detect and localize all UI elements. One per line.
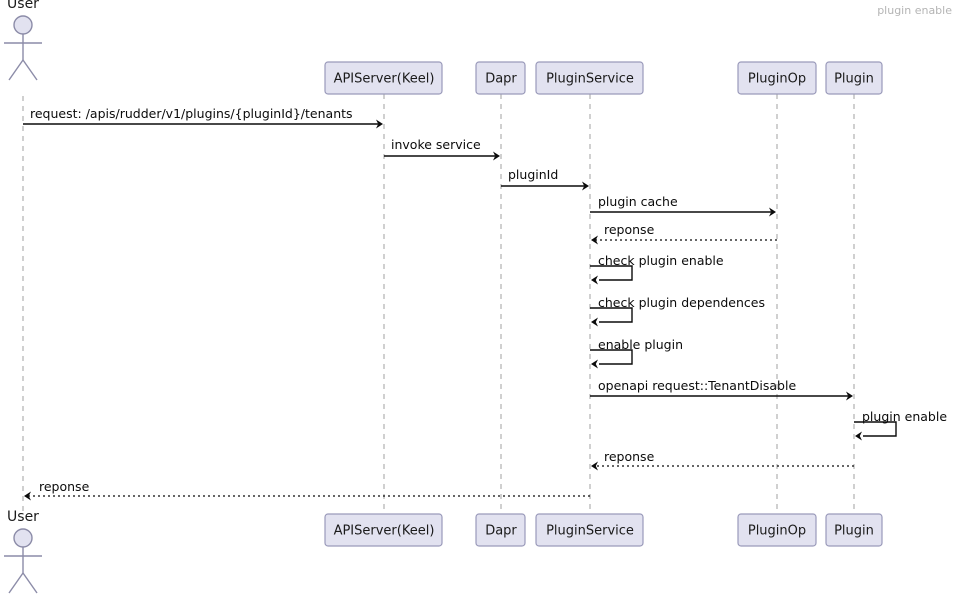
participant-box-plugin[interactable] — [825, 61, 883, 95]
message-m9: openapi request::TenantDisable — [590, 378, 853, 401]
participant-box-pluginservice[interactable] — [535, 61, 644, 95]
actor-label-user: User — [7, 0, 39, 12]
participant-label-plugin: Plugin — [834, 524, 874, 539]
message-arrowhead-m3 — [582, 181, 589, 191]
message-label-m12: reponse — [39, 479, 90, 494]
message-m6: check plugin enable — [590, 253, 724, 285]
participant-label-pluginop: PluginOp — [748, 524, 806, 539]
participant-pluginservice[interactable]: PluginService — [535, 513, 644, 547]
participant-apiserver[interactable]: APIServer(Keel) — [324, 61, 443, 95]
message-m8: enable plugin — [590, 337, 683, 369]
participant-box-pluginop[interactable] — [737, 61, 817, 95]
participant-label-pluginservice: PluginService — [546, 72, 634, 87]
caption-layer: plugin enable — [877, 4, 952, 17]
actor-head-icon — [13, 15, 33, 35]
participant-plugin[interactable]: Plugin — [825, 513, 883, 547]
actor-leg-right — [22, 572, 38, 594]
participant-label-dapr: Dapr — [485, 524, 517, 539]
message-label-m2: invoke service — [391, 137, 481, 152]
message-m12: reponse — [24, 479, 590, 501]
participant-label-pluginop: PluginOp — [748, 72, 806, 87]
message-m3: pluginId — [501, 167, 589, 191]
participant-pluginop[interactable]: PluginOp — [737, 61, 817, 95]
message-label-m8: enable plugin — [598, 337, 683, 352]
message-arrowhead-m2 — [493, 151, 500, 161]
actor-user: User — [4, 509, 42, 594]
participant-box-apiserver[interactable] — [324, 513, 443, 547]
message-arrowhead-m7 — [591, 317, 598, 327]
message-m10: plugin enable — [854, 409, 947, 441]
message-path-m7 — [590, 307, 633, 323]
message-label-m11: reponse — [604, 449, 655, 464]
diagram-caption: plugin enable — [877, 4, 952, 17]
message-label-m9: openapi request::TenantDisable — [598, 378, 796, 393]
message-arrowhead-m10 — [855, 431, 862, 441]
message-m4: plugin cache — [590, 194, 776, 217]
participant-label-pluginservice: PluginService — [546, 524, 634, 539]
message-m11: reponse — [591, 449, 854, 471]
messages-layer: request: /apis/rudder/v1/plugins/{plugin… — [23, 106, 947, 501]
participant-label-apiserver: APIServer(Keel) — [334, 72, 435, 87]
actor-label-user: User — [7, 509, 39, 525]
participant-label-plugin: Plugin — [834, 72, 874, 87]
message-arrowhead-m5 — [591, 235, 598, 245]
message-m2: invoke service — [384, 137, 500, 161]
message-m1: request: /apis/rudder/v1/plugins/{plugin… — [23, 106, 383, 129]
message-label-m10: plugin enable — [862, 409, 947, 424]
message-arrowhead-m4 — [769, 207, 776, 217]
participant-box-dapr[interactable] — [475, 513, 526, 547]
message-label-m3: pluginId — [508, 167, 558, 182]
message-path-m6 — [590, 265, 633, 281]
message-arrowhead-m9 — [846, 391, 853, 401]
participant-dapr[interactable]: Dapr — [475, 513, 526, 547]
participant-label-apiserver: APIServer(Keel) — [334, 524, 435, 539]
participant-label-dapr: Dapr — [485, 72, 517, 87]
message-arrowhead-m11 — [591, 461, 598, 471]
participant-box-pluginop[interactable] — [737, 513, 817, 547]
message-m5: reponse — [591, 222, 777, 245]
participant-dapr[interactable]: Dapr — [475, 61, 526, 95]
message-path-m10 — [854, 421, 897, 437]
actor-user: User — [4, 0, 42, 81]
message-label-m6: check plugin enable — [598, 253, 724, 268]
actor-leg-left — [8, 572, 24, 594]
participants-layer: UserUserAPIServer(Keel)APIServer(Keel)Da… — [4, 0, 883, 594]
actor-leg-right — [22, 59, 38, 81]
message-arrowhead-m8 — [591, 359, 598, 369]
message-arrowhead-m12 — [24, 491, 31, 501]
participant-apiserver[interactable]: APIServer(Keel) — [324, 513, 443, 547]
actor-leg-left — [8, 59, 24, 81]
message-label-m5: reponse — [604, 222, 655, 237]
message-arrowhead-m6 — [591, 275, 598, 285]
lifelines-layer — [22, 94, 855, 514]
message-m7: check plugin dependences — [590, 295, 765, 327]
message-label-m7: check plugin dependences — [598, 295, 765, 310]
message-label-m4: plugin cache — [598, 194, 678, 209]
message-path-m8 — [590, 349, 633, 365]
participant-box-pluginservice[interactable] — [535, 513, 644, 547]
participant-pluginservice[interactable]: PluginService — [535, 61, 644, 95]
actor-head-icon — [13, 528, 33, 548]
participant-plugin[interactable]: Plugin — [825, 61, 883, 95]
participant-box-dapr[interactable] — [475, 61, 526, 95]
participant-box-apiserver[interactable] — [324, 61, 443, 95]
message-arrowhead-m1 — [376, 119, 383, 129]
participant-pluginop[interactable]: PluginOp — [737, 513, 817, 547]
message-label-m1: request: /apis/rudder/v1/plugins/{plugin… — [30, 106, 353, 121]
participant-box-plugin[interactable] — [825, 513, 883, 547]
